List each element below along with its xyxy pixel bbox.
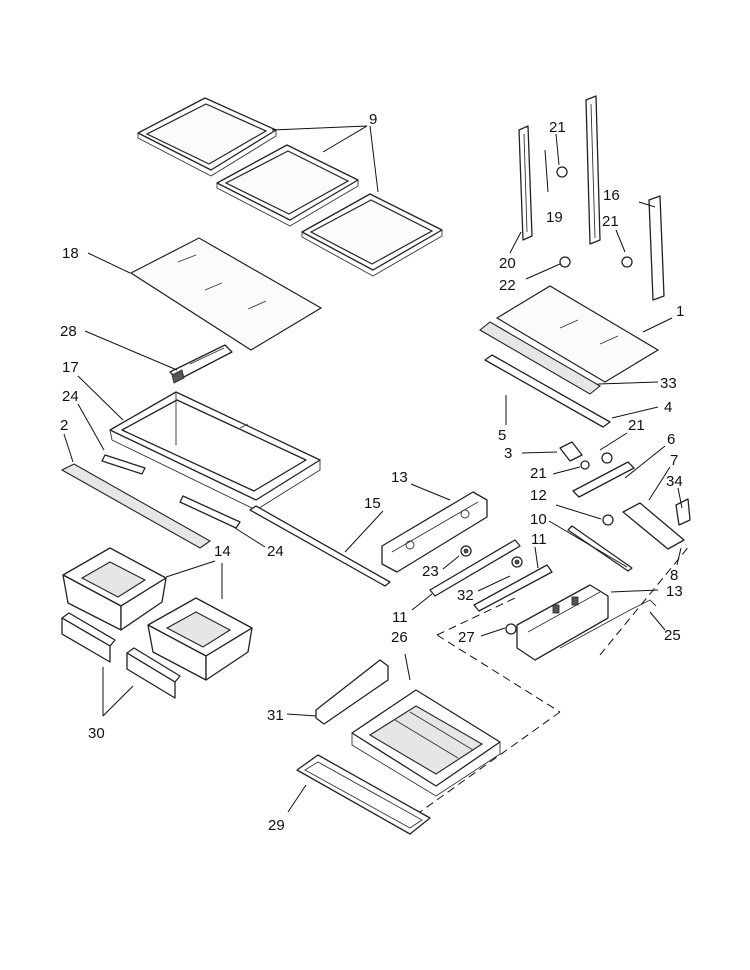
callout-11: 11	[392, 609, 408, 626]
rail-16	[648, 195, 665, 301]
callout-30: 30	[88, 725, 105, 742]
screw-32	[511, 556, 523, 568]
callout-2: 2	[60, 417, 68, 434]
clip-34	[675, 498, 691, 526]
rail-20	[518, 125, 533, 241]
callout-17: 17	[62, 359, 79, 376]
leader-lines	[63, 125, 683, 813]
crisper-drawer-14a	[62, 547, 167, 631]
glass-shelf-9a	[137, 97, 277, 177]
trim-strip-2	[60, 463, 212, 549]
callout-27: 27	[458, 629, 475, 646]
callout-7: 7	[670, 452, 678, 469]
crisper-frame-17	[109, 391, 321, 511]
callout-19: 19	[546, 209, 563, 226]
callout-8: 8	[670, 567, 678, 584]
callout-23: 23	[422, 563, 439, 580]
callout-6: 6	[667, 431, 675, 448]
bracket-3	[559, 441, 583, 462]
callout-34: 34	[666, 473, 683, 490]
slide-11a	[429, 539, 521, 597]
callout-33: 33	[660, 375, 677, 392]
callout-3: 3	[504, 445, 512, 462]
screw-23	[460, 545, 472, 557]
screw-21b	[621, 256, 633, 268]
slide-24a	[101, 454, 146, 475]
callout-13: 13	[666, 583, 683, 600]
callout-11: 11	[531, 531, 547, 548]
callout-21: 21	[549, 119, 566, 136]
callout-21: 21	[628, 417, 645, 434]
callout-24: 24	[62, 388, 79, 405]
glass-shelf-1	[495, 285, 660, 383]
pantry-drawer-26	[351, 689, 501, 797]
callout-13: 13	[391, 469, 408, 486]
callout-18: 18	[62, 245, 79, 262]
callout-5: 5	[498, 427, 506, 444]
callout-10: 10	[530, 511, 547, 528]
drawer-front-29	[296, 754, 431, 835]
callout-15: 15	[364, 495, 381, 512]
rail-assembly-13a	[381, 491, 488, 573]
callout-21: 21	[530, 465, 547, 482]
wire-25	[559, 599, 657, 649]
rail-19	[585, 95, 601, 245]
rod-10	[567, 525, 633, 572]
bracket-28	[169, 344, 233, 384]
callout-1: 1	[676, 303, 684, 320]
screw-21d	[601, 452, 613, 464]
clip-27	[505, 623, 517, 635]
bracket-31	[315, 659, 389, 725]
crisper-drawer-14b	[147, 597, 253, 681]
screw-21c	[580, 460, 590, 470]
callout-26: 26	[391, 629, 408, 646]
assembly-outline-dashed	[419, 544, 691, 813]
callout-16: 16	[603, 187, 620, 204]
glass-shelf-9b	[216, 144, 359, 227]
drawer-front-30b	[126, 647, 181, 699]
trim-33	[479, 321, 601, 395]
callout-21: 21	[602, 213, 619, 230]
screw-12	[602, 514, 614, 526]
callout-31: 31	[267, 707, 284, 724]
trim-4	[484, 354, 611, 428]
callout-24: 24	[267, 543, 284, 560]
callout-20: 20	[499, 255, 516, 272]
rail-assembly-13b	[516, 584, 609, 661]
callout-28: 28	[60, 323, 77, 340]
slide-24b	[179, 495, 241, 529]
screw-22	[559, 256, 571, 268]
bracket-6	[572, 461, 635, 498]
callout-22: 22	[499, 277, 516, 294]
drawer-front-30a	[61, 612, 116, 663]
callout-4: 4	[664, 399, 672, 416]
crisper-cover-glass-18	[129, 237, 323, 351]
rail-8	[622, 502, 685, 550]
callout-12: 12	[530, 487, 547, 504]
callout-32: 32	[457, 587, 474, 604]
rod-15	[249, 505, 391, 587]
callout-9: 9	[369, 111, 377, 128]
callout-25: 25	[664, 627, 681, 644]
slide-11b	[473, 564, 553, 612]
callout-14: 14	[214, 543, 231, 560]
screw-21a	[556, 166, 568, 178]
glass-shelf-9c	[301, 193, 443, 277]
callout-29: 29	[268, 817, 285, 834]
callouts: 9 18 28 17 24 2 24 14 30 13 15 23 32 11 …	[60, 111, 684, 834]
